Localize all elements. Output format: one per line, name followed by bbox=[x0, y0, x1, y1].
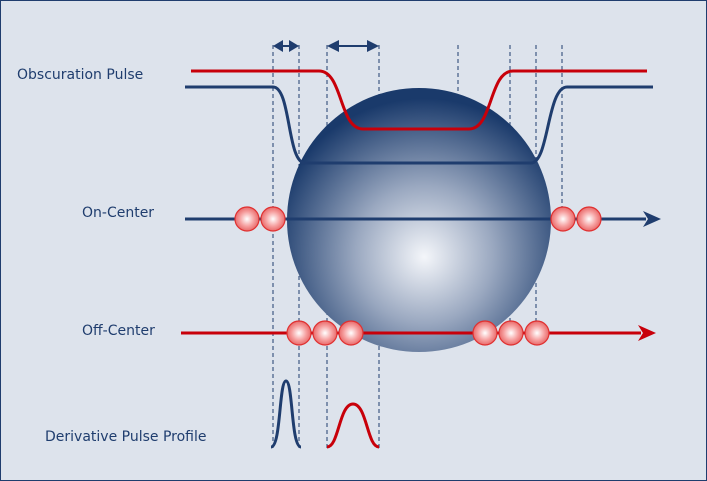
on-center-label: On-Center bbox=[82, 205, 155, 221]
on-center-dots bbox=[234, 206, 602, 232]
navy-derivative-pulse bbox=[270, 379, 302, 449]
wide-width-arrow bbox=[327, 40, 379, 52]
off-center-dots bbox=[286, 320, 550, 346]
narrow-width-arrow bbox=[273, 40, 299, 52]
width-arrows bbox=[273, 40, 379, 52]
dashed-guide-lines bbox=[272, 45, 563, 449]
red-derivative-pulse bbox=[326, 402, 380, 449]
off-center-trajectory bbox=[181, 320, 656, 346]
on-center-arrowhead bbox=[643, 211, 661, 227]
off-center-arrowhead bbox=[638, 325, 656, 341]
on-center-trajectory bbox=[185, 206, 661, 232]
navy-obscuration-pulse bbox=[185, 85, 653, 165]
red-obscuration-pulse bbox=[191, 69, 647, 131]
off-center-label: Off-Center bbox=[82, 323, 155, 339]
obscuration-pulse-label: Obscuration Pulse bbox=[17, 67, 144, 83]
derivative-pulse-profile-label: Derivative Pulse Profile bbox=[45, 429, 207, 445]
